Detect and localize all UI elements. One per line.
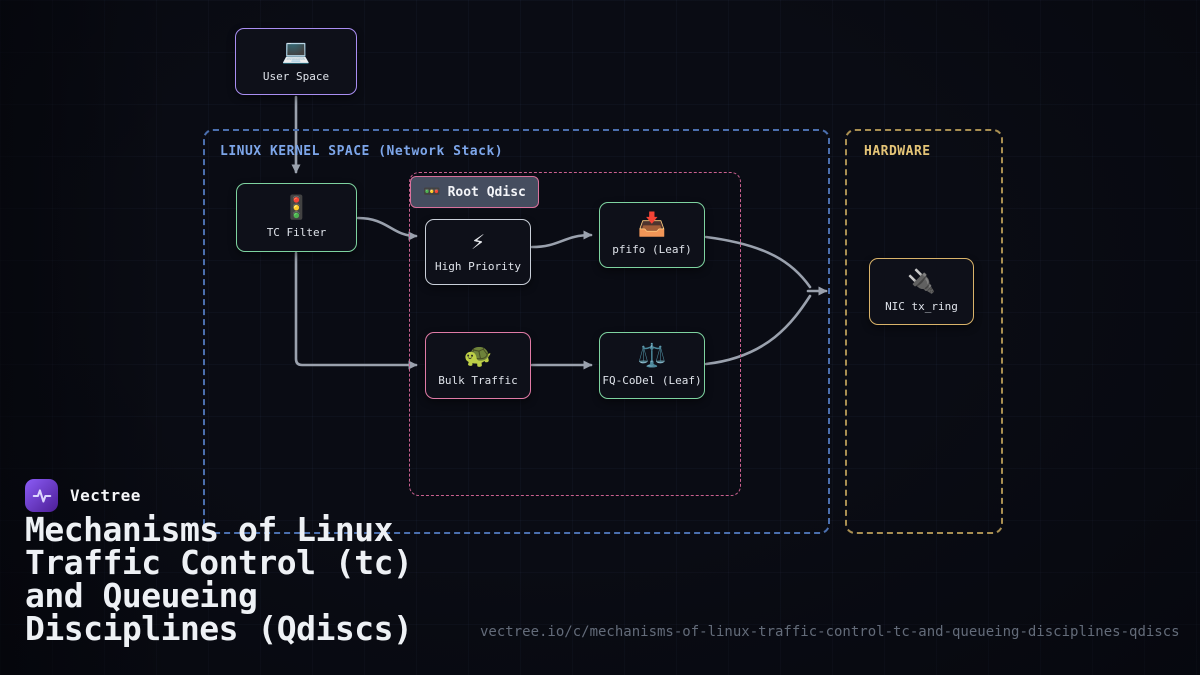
arrow-pfifo-to-nic <box>704 235 812 289</box>
node-high-priority-label: High Priority <box>434 260 522 273</box>
traffic-signal-icon: 🚥 <box>423 184 441 200</box>
turtle-icon: 🐢 <box>463 342 493 369</box>
title-line-3: and Queueing <box>25 576 258 615</box>
title-line-2: Traffic Control (tc) <box>25 543 413 582</box>
node-bulk-traffic: 🐢 Bulk Traffic <box>425 332 531 399</box>
node-nic-tx-ring-label: NIC tx_ring <box>885 299 958 313</box>
node-nic-tx-ring: 🔌 NIC tx_ring <box>869 258 974 325</box>
brand: Vectree <box>25 479 141 512</box>
vectree-logo-icon <box>25 479 58 512</box>
node-fq-codel-leaf: ⚖️ FQ-CoDel (Leaf) <box>599 332 705 399</box>
traffic-light-icon: 🚦 <box>282 194 311 221</box>
kernel-space-group: LINUX KERNEL SPACE (Network Stack) <box>203 129 830 534</box>
node-bulk-traffic-label: Bulk Traffic <box>438 373 518 387</box>
root-qdisc-tag: 🚥 Root Qdisc <box>410 176 539 208</box>
waveform-icon <box>32 488 51 503</box>
electric-plug-icon: 🔌 <box>907 268 936 295</box>
arrow-fqcodel-to-nic <box>704 294 812 366</box>
hardware-label: HARDWARE <box>864 144 931 159</box>
kernel-space-label: LINUX KERNEL SPACE (Network Stack) <box>220 144 504 159</box>
node-fq-codel-leaf-label: FQ-CoDel (Leaf) <box>602 373 702 387</box>
root-qdisc-group: 🚥 Root Qdisc <box>409 172 741 496</box>
node-pfifo-leaf: 📥 pfifo (Leaf) <box>599 202 705 268</box>
title-line-1: Mechanisms of Linux <box>25 510 394 549</box>
laptop-icon: 💻 <box>281 38 311 65</box>
arrow-tcfilter-to-bulktraffic <box>294 251 418 370</box>
node-tc-filter-label: TC Filter <box>266 225 327 239</box>
title-line-4: Disciplines (Qdiscs) <box>25 609 413 648</box>
inbox-tray-icon: 📥 <box>637 212 667 238</box>
scales-icon: ⚖️ <box>637 342 667 369</box>
node-pfifo-leaf-label: pfifo (Leaf) <box>612 243 692 256</box>
page-title: Mechanisms of Linux Traffic Control (tc)… <box>25 510 413 648</box>
arrow-highpriority-to-pfifo <box>530 230 593 249</box>
node-user-space: 💻 User Space <box>235 28 357 95</box>
node-high-priority: ⚡ High Priority <box>425 219 531 285</box>
article-url: vectree.io/c/mechanisms-of-linux-traffic… <box>480 624 1180 640</box>
node-tc-filter: 🚦 TC Filter <box>236 183 357 252</box>
lightning-icon: ⚡ <box>471 229 485 255</box>
brand-name: Vectree <box>70 486 141 505</box>
hardware-group: HARDWARE <box>845 129 1003 534</box>
node-user-space-label: User Space <box>262 69 330 83</box>
root-qdisc-tag-label: Root Qdisc <box>447 184 526 200</box>
